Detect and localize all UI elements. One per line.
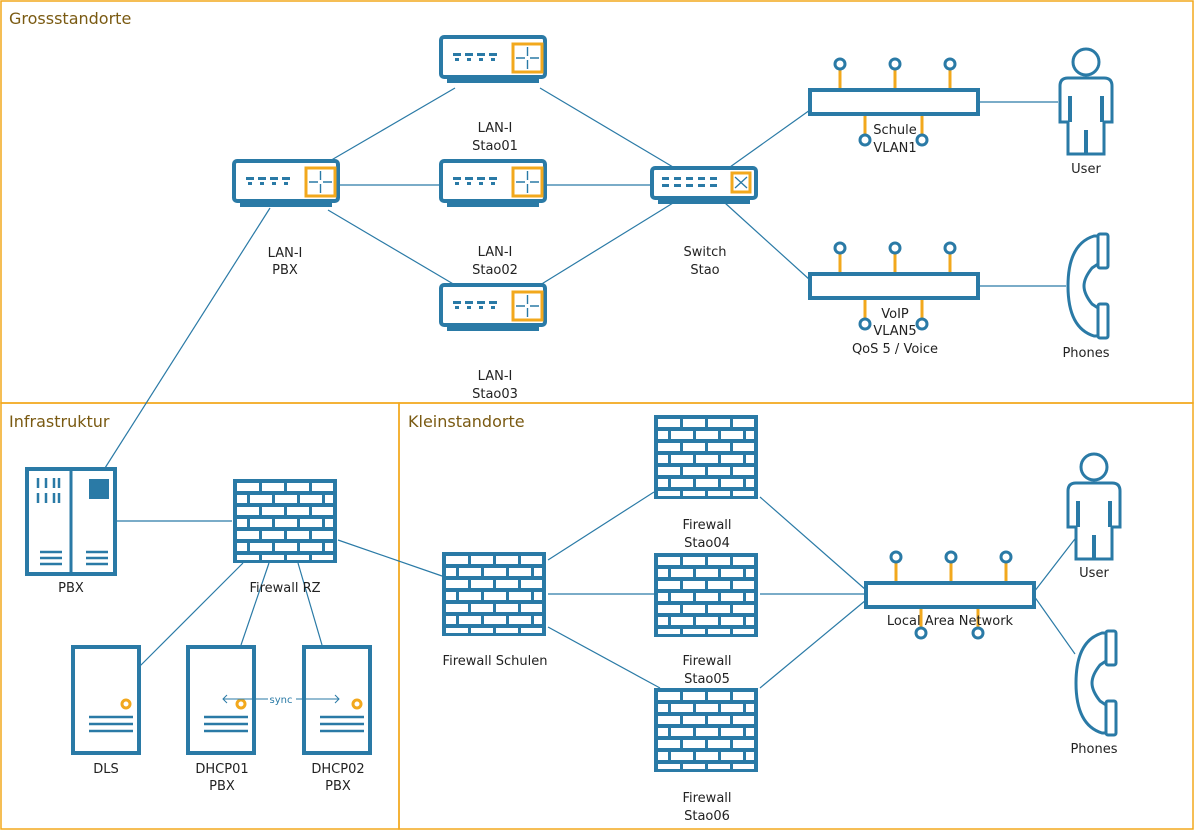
- zone-kleinstandorte: [398, 402, 1194, 830]
- zone-title-kleinstandorte: Kleinstandorte: [408, 412, 525, 431]
- router-icon-lan-pbx[interactable]: [232, 159, 340, 207]
- connections: [104, 87, 1079, 689]
- server-icon-dls[interactable]: [71, 645, 141, 755]
- switch-icon-stao[interactable]: [650, 166, 758, 204]
- phone-icon-bottom[interactable]: [1074, 629, 1118, 737]
- user-icon-bottom[interactable]: [1066, 452, 1122, 561]
- router-icon-lan-stao01[interactable]: [439, 35, 547, 83]
- firewall-icon-stao05[interactable]: [654, 553, 758, 637]
- label-pbx: PBX: [58, 581, 84, 596]
- server-icon-dhcp02[interactable]: [302, 645, 372, 755]
- label-phones-top: Phones: [1062, 346, 1109, 361]
- user-icon-top[interactable]: [1058, 47, 1114, 156]
- label-firewall-schulen: Firewall Schulen: [443, 654, 548, 669]
- label-dls: DLS: [93, 762, 119, 777]
- firewall-icon-stao06[interactable]: [654, 688, 758, 772]
- label-sync: sync: [270, 695, 293, 706]
- label-user-top: User: [1071, 162, 1101, 177]
- label-user-bottom: User: [1079, 566, 1109, 581]
- phone-icon-top[interactable]: [1066, 232, 1110, 340]
- firewall-icon-schulen[interactable]: [442, 552, 546, 636]
- pbx-icon[interactable]: [25, 467, 117, 576]
- sync-arrow: [222, 694, 340, 704]
- server-icon-dhcp01[interactable]: [186, 645, 256, 755]
- firewall-icon-stao04[interactable]: [654, 415, 758, 499]
- zone-grossstandorte: [0, 0, 1194, 404]
- label-firewall-rz: Firewall RZ: [249, 581, 320, 596]
- router-icon-lan-stao02[interactable]: [439, 159, 547, 207]
- firewall-icon-rz[interactable]: [233, 479, 337, 563]
- zone-title-infrastruktur: Infrastruktur: [9, 412, 110, 431]
- router-icon-lan-stao03[interactable]: [439, 283, 547, 331]
- label-lan: Local Area Network: [887, 614, 1014, 629]
- zone-title-grossstandorte: Grossstandorte: [9, 9, 131, 28]
- label-phones-bottom: Phones: [1070, 742, 1117, 757]
